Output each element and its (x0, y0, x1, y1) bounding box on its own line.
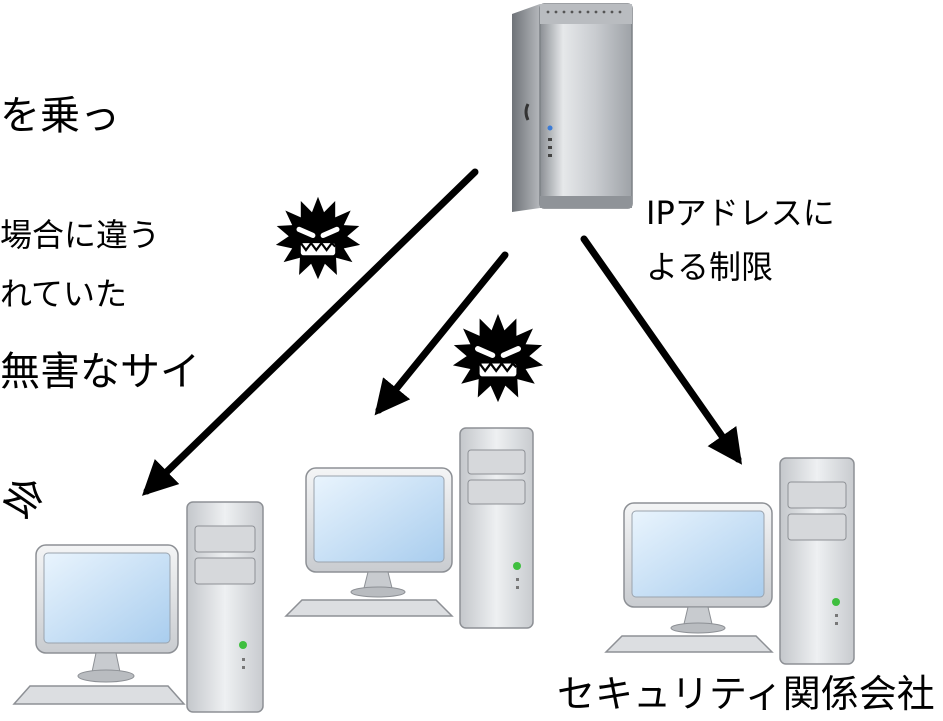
malware-monster-icon (275, 196, 361, 280)
desktop-computer-icon (12, 501, 264, 713)
server-tower-icon (512, 3, 633, 212)
arrow-icon (141, 168, 743, 496)
ip-restriction-label-line2: よる制限 (646, 248, 774, 286)
text-fragment-3: れていた (0, 275, 128, 313)
text-fragment-1: を乗っ (0, 93, 120, 139)
text-fragment-2: 場合に違う (0, 216, 161, 254)
text-fragment-4: 無害なサイ (0, 349, 200, 395)
ip-restriction-label-line1: IPアドレスに (646, 194, 835, 232)
desktop-computer-icon (284, 427, 534, 629)
security-company-label: セキュリティ関係会社 (557, 672, 935, 716)
desktop-computer-icon (604, 457, 855, 665)
malware-monster-icon (452, 313, 544, 403)
